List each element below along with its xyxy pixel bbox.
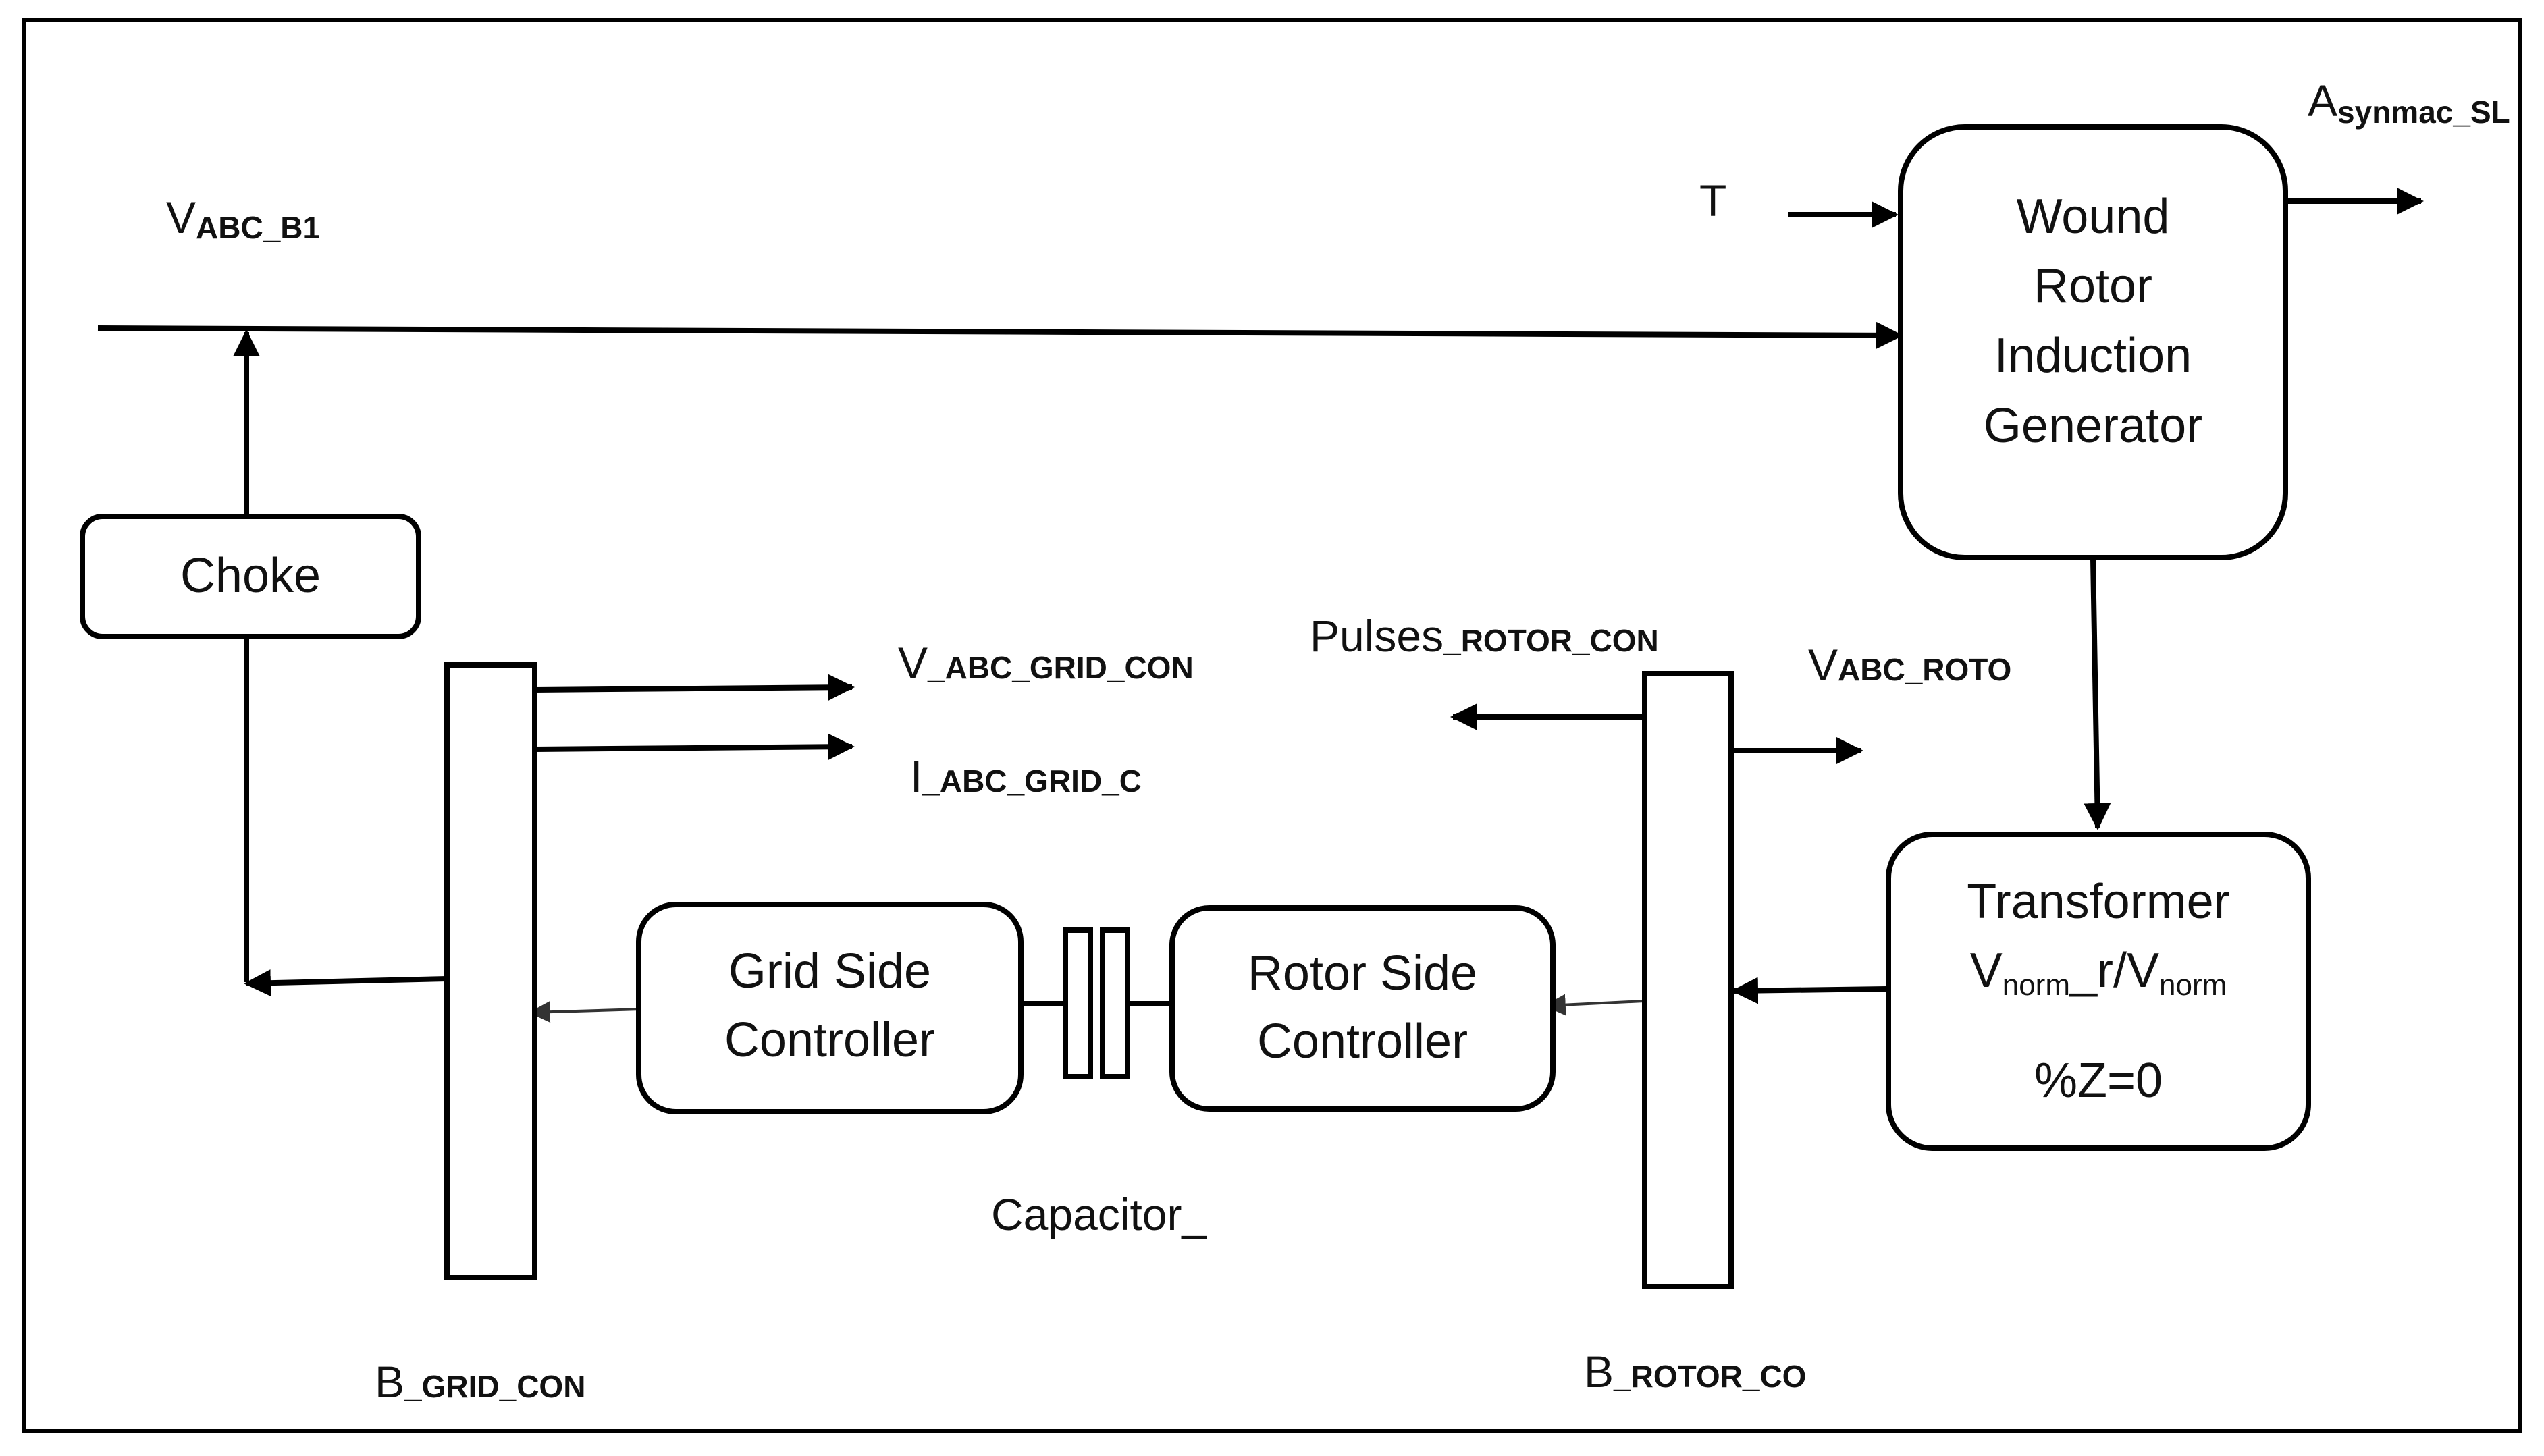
generator-line-4: Generator <box>1984 399 2202 453</box>
grid-side-controller-block: Grid Side Controller <box>636 902 1024 1114</box>
b-rotor-co-label: B_ROTOR_CO <box>1584 1347 1806 1397</box>
b-grid-con-bus-bar <box>444 662 537 1280</box>
bgrid-to-choke-arrow <box>244 969 448 997</box>
generator-line-3: Induction <box>1994 329 2192 383</box>
torque-label: T <box>1699 176 1726 225</box>
rsc-line-1: Rotor Side <box>1248 946 1477 1000</box>
generator-line-1: Wound <box>2017 190 2170 244</box>
transformer-to-brotor-line <box>1731 977 1888 1004</box>
v-abc-grid-con-line <box>534 674 855 701</box>
generator-to-transformer-line <box>2084 558 2111 830</box>
diagram-frame <box>22 18 2522 1433</box>
transformer-ratio: Vnorm_r/Vnorm <box>1970 944 2227 1002</box>
b-grid-con-label: B_GRID_CON <box>375 1357 585 1407</box>
asynmac-label: Asynmac_SL <box>2308 76 2510 130</box>
main-bus-line <box>97 321 1903 349</box>
transformer-title: Transformer <box>1967 875 2229 929</box>
b-rotor-co-bus-bar <box>1642 671 1734 1289</box>
capacitor-label: Capacitor_ <box>991 1189 1207 1239</box>
rotor-side-controller-block: Rotor Side Controller <box>1169 905 1556 1112</box>
transformer-block: Transformer Vnorm_r/Vnorm %Z=0 <box>1886 832 2311 1151</box>
v-abc-b1-label: VABC_B1 <box>166 192 320 245</box>
v-abc-grid-con-label: V_ABC_GRID_CON <box>898 638 1194 688</box>
wound-rotor-induction-generator-block: Wound Rotor Induction Generator <box>1898 124 2288 560</box>
i-abc-grid-c-label: I_ABC_GRID_C <box>910 751 1142 801</box>
choke-block: Choke <box>80 514 421 639</box>
brotor-to-rsc-line <box>1543 994 1645 1016</box>
v-abc-roto-label: VABC_ROTO <box>1808 640 2011 690</box>
choke-label: Choke <box>180 549 321 603</box>
generator-line-2: Rotor <box>2034 259 2152 313</box>
rsc-line-2: Controller <box>1257 1015 1468 1069</box>
gsc-line-1: Grid Side <box>728 944 931 998</box>
gsc-to-bgrid-line <box>528 1001 642 1023</box>
gsc-line-2: Controller <box>724 1013 935 1067</box>
pulses-rotor-con-label: Pulses_ROTOR_CON <box>1310 611 1659 661</box>
transformer-impedance: %Z=0 <box>2034 1054 2163 1108</box>
i-abc-grid-c-line <box>534 733 855 761</box>
capacitor-symbol <box>1063 927 1130 1079</box>
